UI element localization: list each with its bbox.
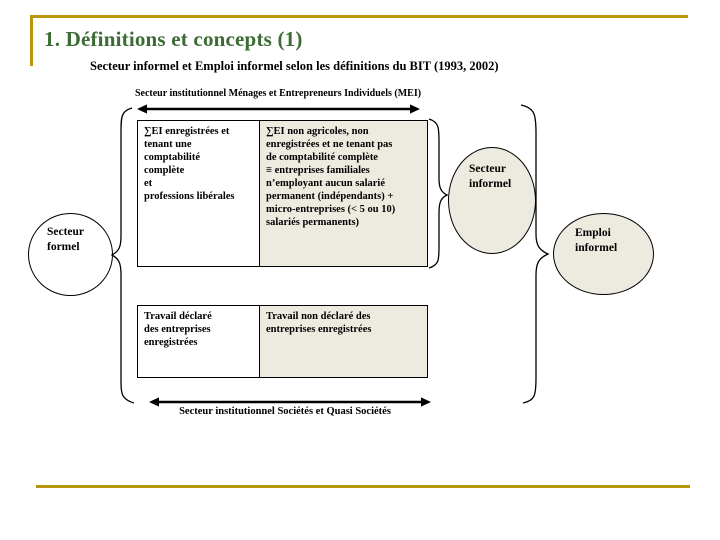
page-title: 1. Définitions et concepts (1) bbox=[44, 27, 303, 51]
table-cell-ei-enregistrees: ∑EI enregistrées et tenant une comptabil… bbox=[137, 120, 260, 267]
secteur-formel-ellipse bbox=[28, 213, 113, 296]
emploi-informel-label: Emploi informel bbox=[575, 227, 618, 254]
secteur-informel-ellipse bbox=[448, 147, 536, 254]
big-right-brace-icon bbox=[520, 104, 550, 404]
secteur-informel-label: Secteur informel bbox=[469, 163, 512, 190]
emploi-informel-ellipse bbox=[553, 213, 654, 295]
small-right-brace-icon bbox=[428, 118, 449, 269]
table-cell-travail-non-declare: Travail non déclaré des entreprises enre… bbox=[259, 305, 428, 378]
table-cell-ei-non-agricoles: ∑EI non agricoles, non enregistrées et n… bbox=[259, 120, 428, 267]
bottom-axis-label: Secteur institutionnel Sociétés et Quasi… bbox=[179, 406, 391, 417]
slide-subtitle: Secteur informel et Emploi informel selo… bbox=[90, 59, 499, 73]
top-gold-rule bbox=[30, 15, 688, 18]
left-brace-icon bbox=[110, 107, 135, 404]
top-axis-label: Secteur institutionnel Ménages et Entrep… bbox=[134, 88, 422, 99]
left-gold-rule bbox=[30, 15, 33, 66]
table-cell-travail-declare: Travail déclaré des entreprises enregist… bbox=[137, 305, 260, 378]
bottom-gold-rule bbox=[36, 485, 690, 488]
double-arrow-top-icon bbox=[137, 104, 420, 114]
secteur-formel-label: Secteur formel bbox=[47, 226, 85, 253]
